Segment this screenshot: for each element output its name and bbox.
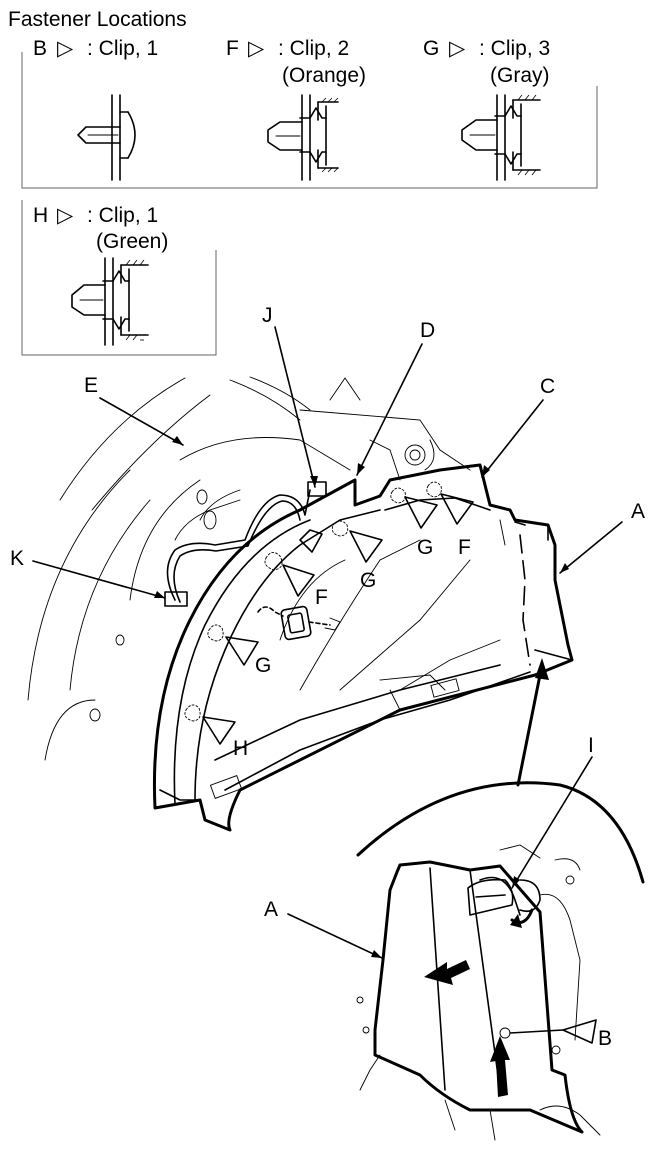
clip-g-illustration (461, 94, 541, 181)
zoom-detail-view (287, 756, 645, 1141)
legend-clip-g-color: (Gray) (490, 64, 550, 87)
callout-k: K (10, 547, 24, 570)
clip-h-illustration (71, 257, 149, 346)
callout-c: C (540, 375, 555, 398)
callout-a-2: A (264, 898, 278, 921)
legend-clip-b: B ▷ : Clip, 1 (33, 37, 158, 60)
legend-clip-f-text: : Clip, 2 (278, 37, 349, 60)
callout-labels: E J D C A K G F G F G H I A B (10, 304, 645, 1050)
callout-g-1: G (417, 536, 433, 559)
vehicle-body-background (27, 376, 471, 761)
quarter-trim-panel-main (152, 463, 574, 832)
legend-clip-b-letter: B (33, 37, 47, 60)
callout-f-2: F (315, 586, 328, 609)
legend-title: Fastener Locations (8, 8, 187, 31)
clip-b-illustration (77, 94, 136, 181)
panel-dashed-edge (257, 521, 573, 666)
legend-clip-g-letter: G (423, 37, 439, 60)
legend-clip-f: F ▷ : Clip, 2 (Orange) (226, 37, 366, 87)
legend-clip-h-text: : Clip, 1 (87, 204, 158, 227)
legend-clip-h: H ▷ : Clip, 1 (Green) (33, 204, 168, 253)
callout-a: A (631, 500, 645, 523)
callout-d: D (420, 319, 435, 342)
callout-b: B (598, 1027, 612, 1050)
callout-e: E (84, 374, 98, 397)
callout-g-3: G (255, 654, 271, 677)
legend-clip-b-symbol: ▷ (57, 37, 74, 60)
clip-markers (184, 481, 442, 722)
callout-h: H (233, 737, 248, 760)
legend-clip-h-letter: H (33, 204, 48, 227)
legend-clip-g-text: : Clip, 3 (479, 37, 550, 60)
legend-clip-f-color: (Orange) (282, 64, 366, 87)
callout-g-2: G (360, 569, 376, 592)
legend-frame (21, 52, 598, 356)
callout-j: J (262, 304, 273, 327)
legend-clip-f-letter: F (226, 37, 239, 60)
clip-f-illustration (267, 94, 339, 181)
legend-clip-h-symbol: ▷ (57, 204, 74, 227)
legend-clip-g: G ▷ : Clip, 3 (Gray) (423, 37, 550, 87)
zoom-connector-arrow (516, 658, 549, 787)
legend-clip-g-symbol: ▷ (449, 37, 466, 60)
legend-clip-h-color: (Green) (96, 230, 168, 253)
callout-f-1: F (458, 536, 471, 559)
legend-clip-b-text: : Clip, 1 (87, 37, 158, 60)
legend-clip-f-symbol: ▷ (248, 37, 265, 60)
clip-triangle-markers (202, 493, 597, 1044)
wire-harness (164, 481, 327, 607)
leader-lines (32, 326, 623, 599)
callout-i: I (588, 734, 594, 757)
